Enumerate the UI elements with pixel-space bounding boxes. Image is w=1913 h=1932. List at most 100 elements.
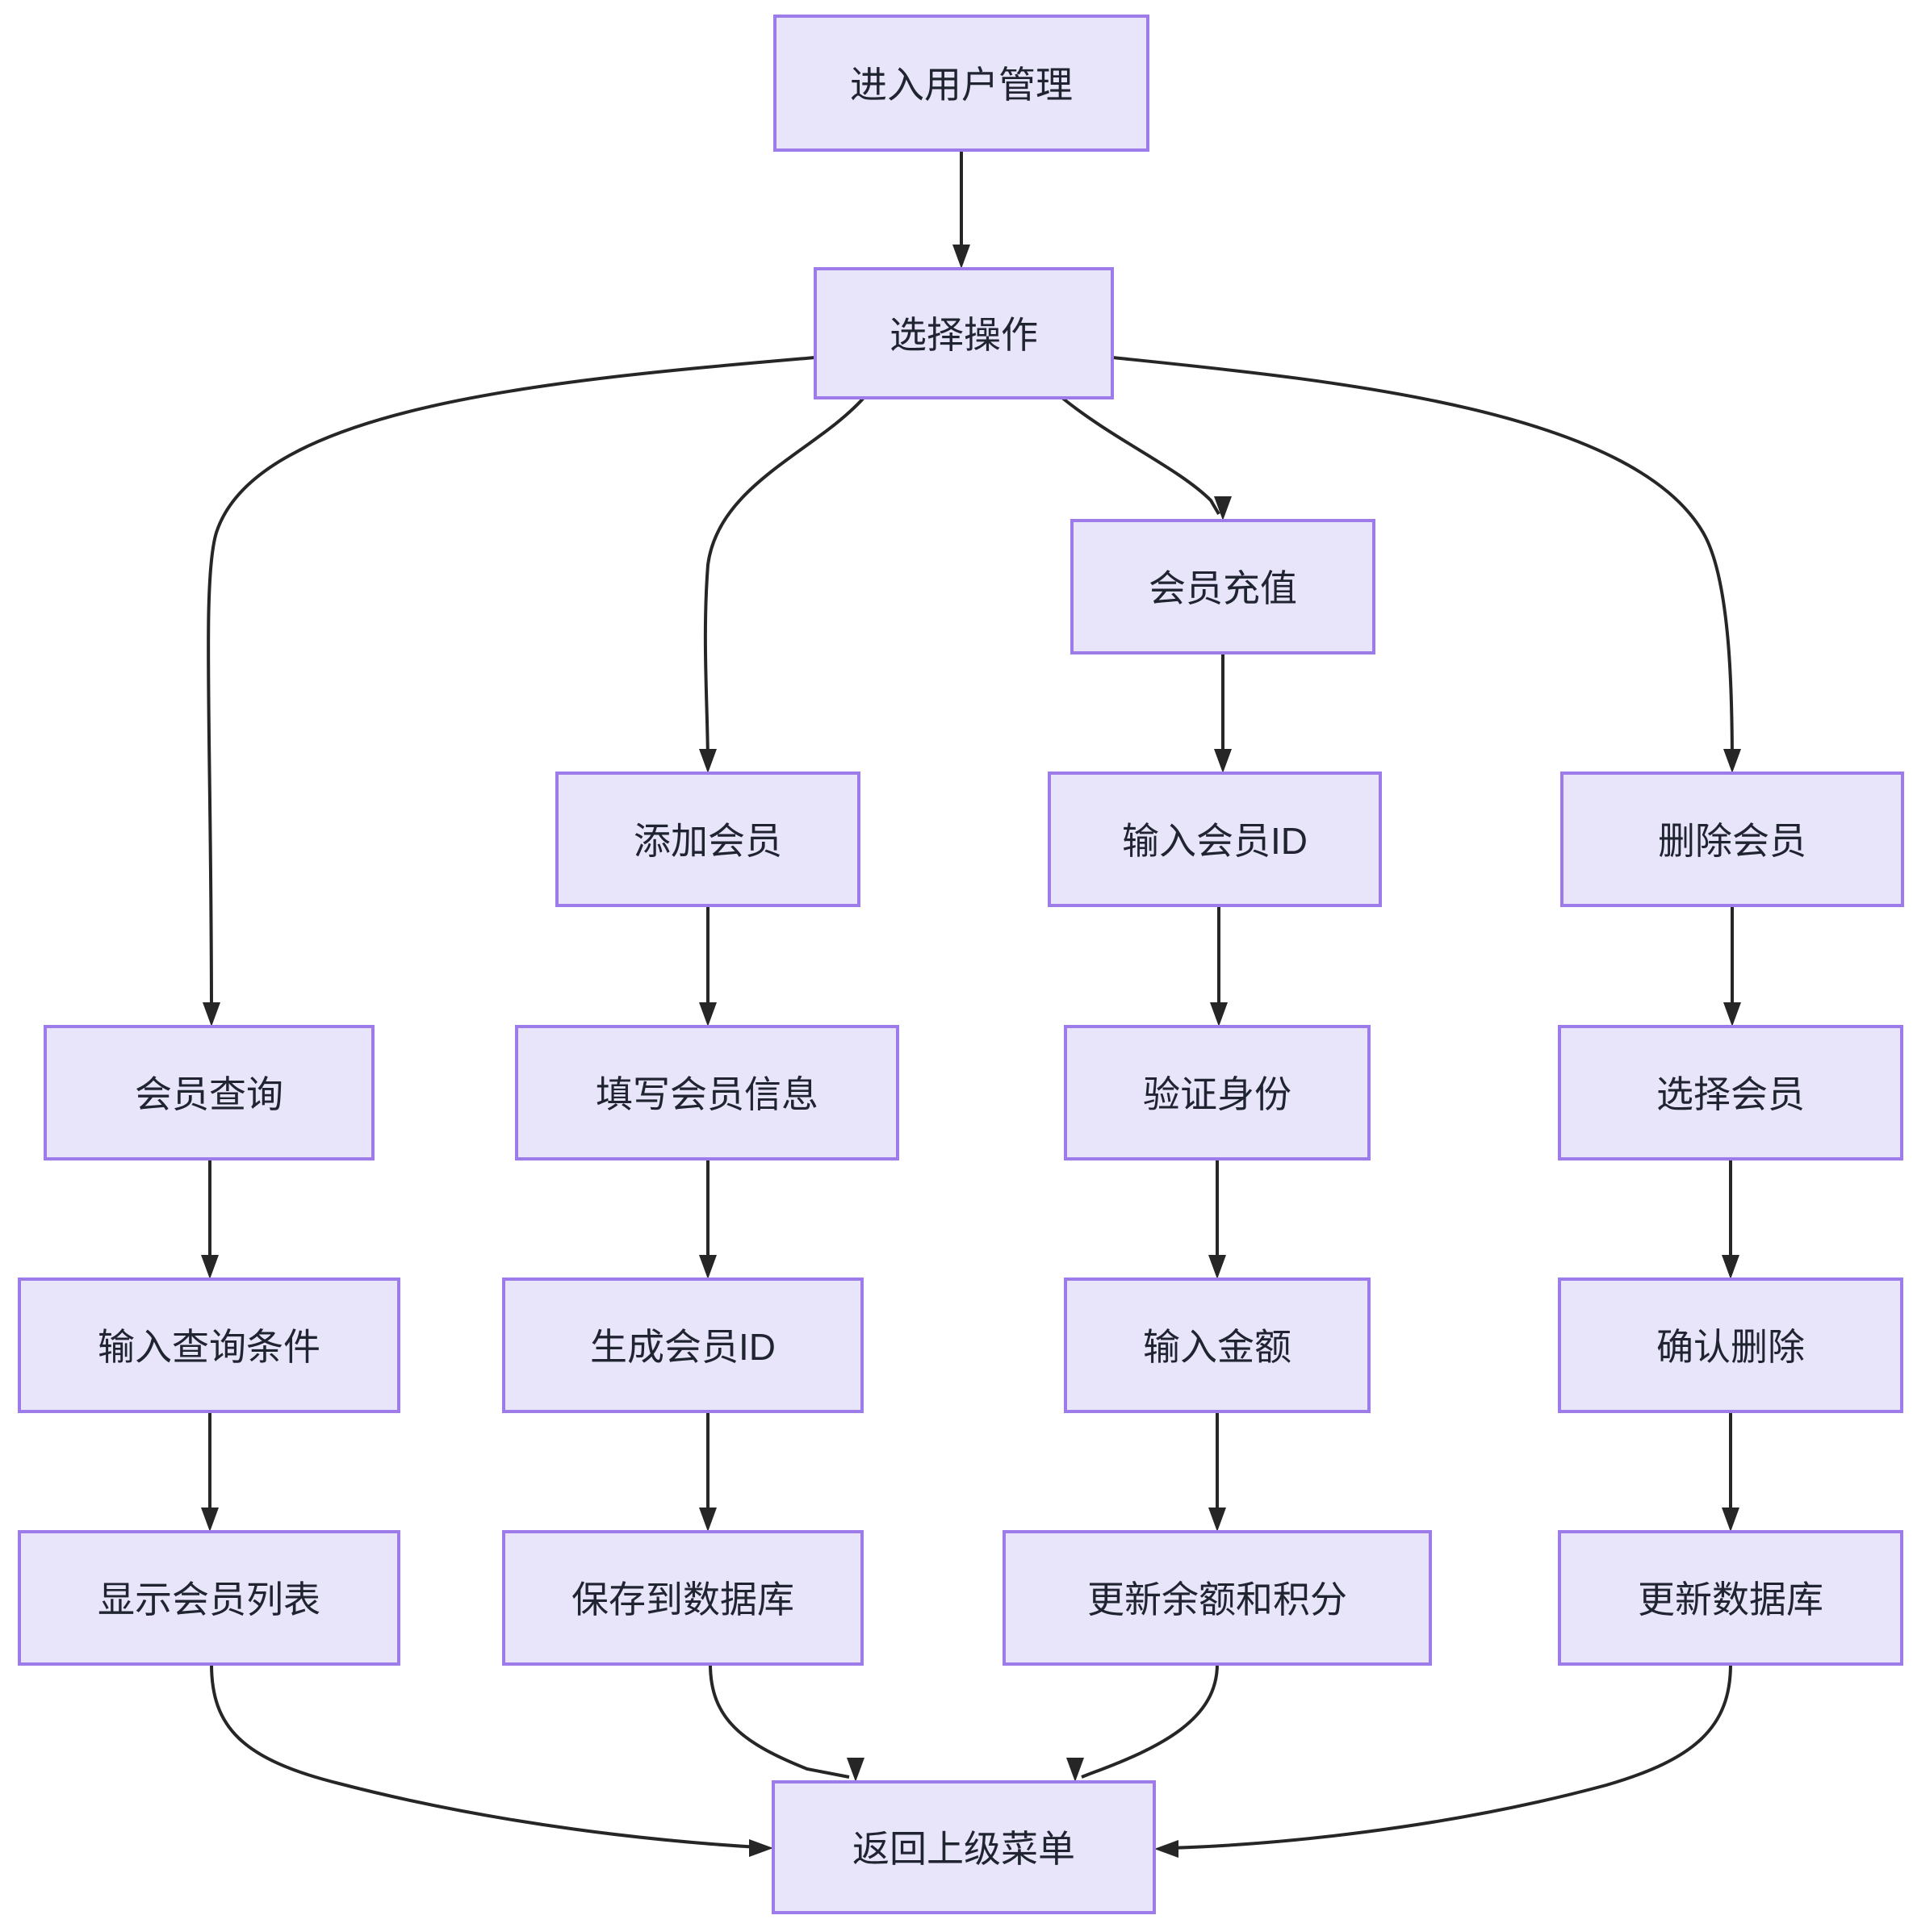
flow-node-n4[interactable]: 添加会员 bbox=[555, 772, 860, 907]
flow-edge-n2-to-n6 bbox=[1111, 356, 1741, 773]
edge-arrowhead bbox=[699, 1508, 717, 1532]
node-box[interactable] bbox=[18, 1278, 400, 1413]
node-box[interactable] bbox=[515, 1025, 899, 1160]
node-box[interactable] bbox=[502, 1530, 864, 1666]
node-box[interactable] bbox=[1048, 772, 1382, 907]
node-label: 生成会员ID bbox=[590, 1326, 776, 1368]
edge-line bbox=[703, 396, 865, 767]
edge-line bbox=[1081, 1663, 1219, 1779]
node-box[interactable] bbox=[1558, 1025, 1903, 1160]
flow-node-n2[interactable]: 选择操作 bbox=[814, 267, 1114, 399]
flow-node-n6[interactable]: 删除会员 bbox=[1560, 772, 1904, 907]
node-box[interactable] bbox=[18, 1530, 400, 1666]
flow-node-n16[interactable]: 保存到数据库 bbox=[502, 1530, 864, 1666]
flow-edge-n9-to-n13 bbox=[1208, 1159, 1226, 1279]
flow-node-n5[interactable]: 输入会员ID bbox=[1048, 772, 1382, 907]
node-box[interactable] bbox=[555, 772, 860, 907]
edge-arrowhead bbox=[1723, 1002, 1741, 1027]
edge-arrowhead bbox=[1154, 1840, 1178, 1858]
node-box[interactable] bbox=[1070, 519, 1375, 654]
edge-line bbox=[1111, 356, 1734, 767]
edge-arrowhead bbox=[1722, 1508, 1739, 1532]
flow-edge-n1-to-n2 bbox=[952, 150, 970, 269]
node-box[interactable] bbox=[1558, 1530, 1903, 1666]
node-box[interactable] bbox=[1003, 1530, 1432, 1666]
flow-node-n15[interactable]: 显示会员列表 bbox=[18, 1530, 400, 1666]
edge-arrowhead bbox=[1208, 1508, 1226, 1532]
node-label: 更新余额和积分 bbox=[1087, 1579, 1347, 1620]
edge-arrowhead bbox=[1722, 1255, 1739, 1279]
edge-arrowhead bbox=[1214, 749, 1232, 773]
node-label: 显示会员列表 bbox=[98, 1579, 320, 1620]
flow-edge-n11-to-n15 bbox=[201, 1411, 219, 1532]
node-label: 填写会员信息 bbox=[596, 1073, 818, 1115]
flow-node-n8[interactable]: 填写会员信息 bbox=[515, 1025, 899, 1160]
flow-node-n7[interactable]: 会员查询 bbox=[44, 1025, 375, 1160]
flow-edge-n2-to-n3 bbox=[1061, 396, 1232, 521]
edge-line bbox=[207, 356, 816, 1021]
flow-edge-n16-to-n19 bbox=[709, 1663, 864, 1782]
edge-line bbox=[210, 1663, 760, 1849]
edge-arrowhead bbox=[699, 1255, 717, 1279]
flow-edge-n3-to-n5 bbox=[1214, 653, 1232, 773]
flow-node-n18[interactable]: 更新数据库 bbox=[1558, 1530, 1903, 1666]
node-box[interactable] bbox=[814, 267, 1114, 399]
edge-arrowhead bbox=[699, 1002, 717, 1027]
flow-node-n9[interactable]: 验证身份 bbox=[1064, 1025, 1371, 1160]
edge-arrowhead bbox=[749, 1839, 773, 1857]
flow-node-n1[interactable]: 进入用户管理 bbox=[773, 15, 1149, 152]
node-label: 会员查询 bbox=[135, 1073, 283, 1115]
node-label: 选择操作 bbox=[890, 314, 1038, 356]
edge-arrowhead bbox=[203, 1002, 220, 1027]
flow-edge-n15-to-n19 bbox=[210, 1663, 773, 1857]
flow-node-n3[interactable]: 会员充值 bbox=[1070, 519, 1375, 654]
node-box[interactable] bbox=[1558, 1278, 1903, 1413]
flow-edge-n7-to-n11 bbox=[201, 1159, 219, 1279]
node-box[interactable] bbox=[773, 15, 1149, 152]
node-box[interactable] bbox=[772, 1780, 1156, 1914]
flow-edge-n6-to-n10 bbox=[1723, 905, 1741, 1027]
edge-arrowhead bbox=[1066, 1758, 1084, 1782]
edge-arrowhead bbox=[952, 245, 970, 269]
flow-edge-n18-to-n19 bbox=[1154, 1663, 1732, 1858]
node-label: 保存到数据库 bbox=[571, 1579, 794, 1620]
node-label: 选择会员 bbox=[1656, 1073, 1805, 1115]
flow-edge-n17-to-n19 bbox=[1066, 1663, 1219, 1782]
edge-arrowhead bbox=[699, 749, 717, 773]
edge-line bbox=[709, 1663, 850, 1779]
edge-layer bbox=[201, 150, 1741, 1858]
flow-edge-n8-to-n12 bbox=[699, 1159, 717, 1279]
flow-node-n11[interactable]: 输入查询条件 bbox=[18, 1278, 400, 1413]
node-label: 会员充值 bbox=[1149, 567, 1297, 609]
flow-node-n14[interactable]: 确认删除 bbox=[1558, 1278, 1903, 1413]
node-label: 输入金额 bbox=[1143, 1326, 1291, 1368]
node-box[interactable] bbox=[1064, 1278, 1371, 1413]
node-label: 输入查询条件 bbox=[98, 1326, 320, 1368]
node-box[interactable] bbox=[502, 1278, 864, 1413]
node-label: 输入会员ID bbox=[1122, 820, 1308, 862]
node-box[interactable] bbox=[1064, 1025, 1371, 1160]
node-label: 添加会员 bbox=[634, 820, 782, 862]
edge-arrowhead bbox=[201, 1508, 219, 1532]
node-label: 返回上级菜单 bbox=[852, 1828, 1075, 1870]
edge-line bbox=[1168, 1663, 1732, 1850]
node-label: 进入用户管理 bbox=[850, 64, 1073, 106]
node-box[interactable] bbox=[44, 1025, 375, 1160]
edge-arrowhead bbox=[847, 1758, 864, 1782]
flow-node-n17[interactable]: 更新余额和积分 bbox=[1003, 1530, 1432, 1666]
flow-node-n10[interactable]: 选择会员 bbox=[1558, 1025, 1903, 1160]
node-label: 更新数据库 bbox=[1638, 1579, 1823, 1620]
flow-edge-n2-to-n4 bbox=[699, 396, 865, 773]
flow-edge-n14-to-n18 bbox=[1722, 1411, 1739, 1532]
flow-node-n19[interactable]: 返回上级菜单 bbox=[772, 1780, 1156, 1914]
flow-node-n12[interactable]: 生成会员ID bbox=[502, 1278, 864, 1413]
edge-arrowhead bbox=[1210, 1002, 1228, 1027]
node-box[interactable] bbox=[1560, 772, 1904, 907]
edge-arrowhead bbox=[1723, 749, 1741, 773]
flow-edge-n12-to-n16 bbox=[699, 1411, 717, 1532]
flow-edge-n10-to-n14 bbox=[1722, 1159, 1739, 1279]
flow-node-n13[interactable]: 输入金额 bbox=[1064, 1278, 1371, 1413]
